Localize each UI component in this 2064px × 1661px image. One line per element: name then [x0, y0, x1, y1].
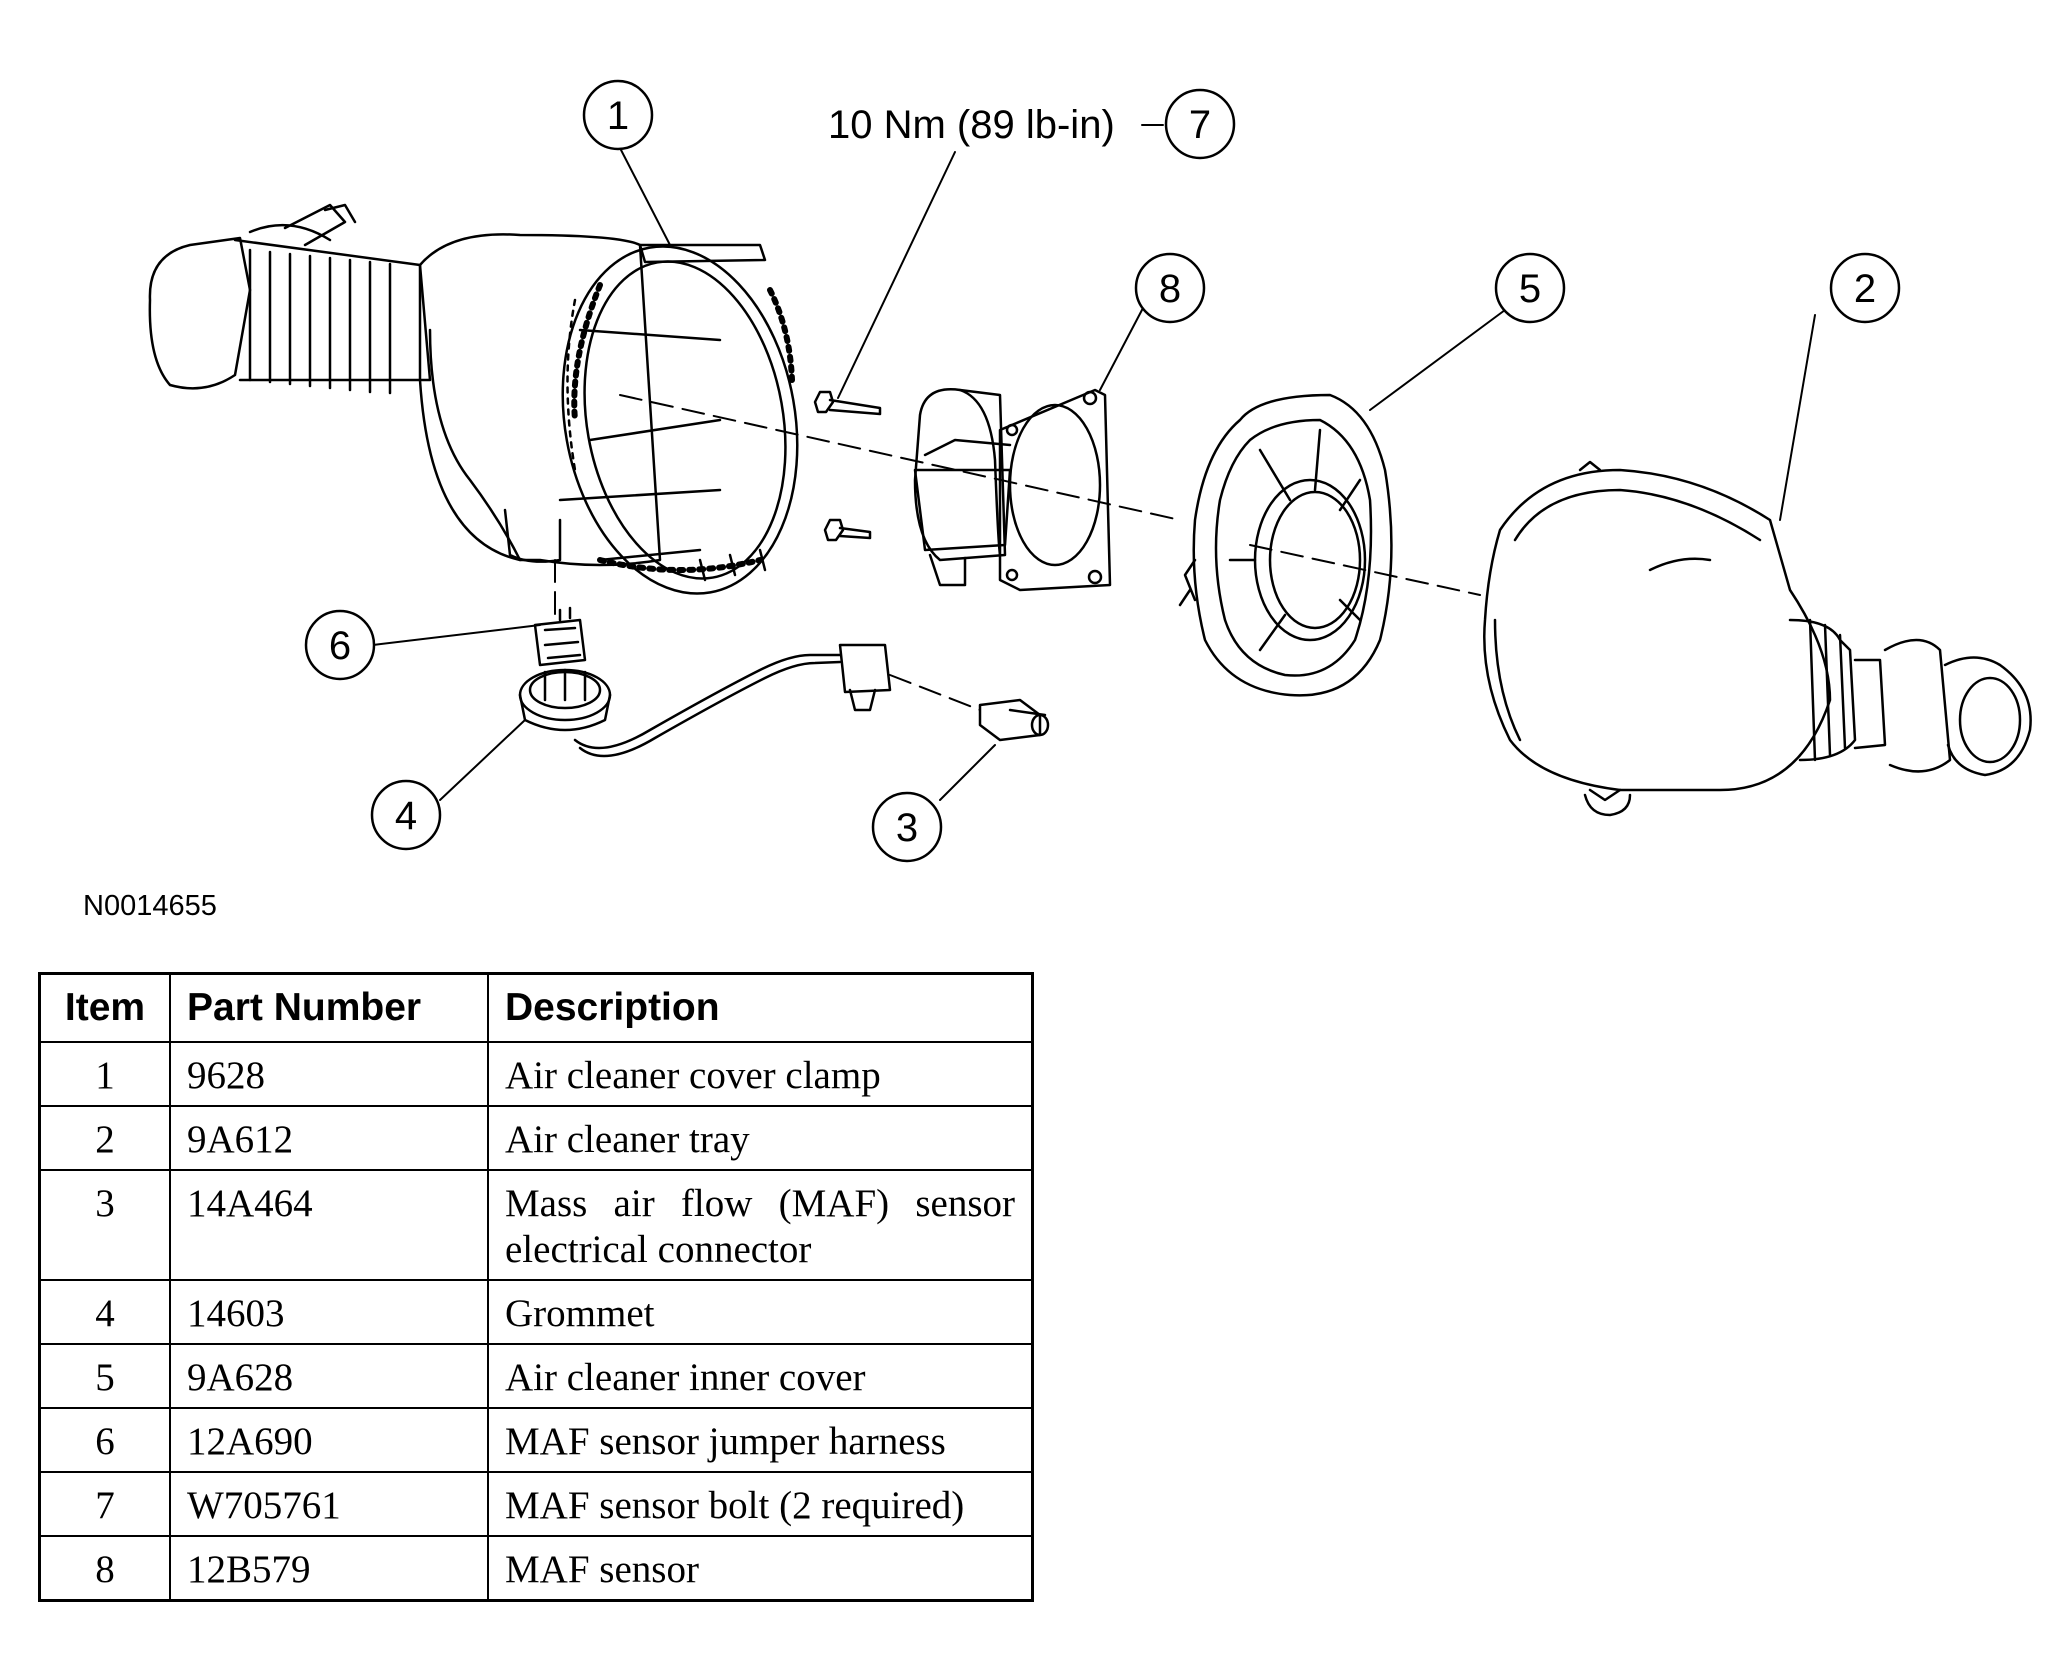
callout-number-3: 3: [896, 806, 918, 850]
maf-electrical-connector: [978, 698, 1050, 742]
air-cleaner-inner-cover: [1178, 393, 1393, 697]
cell-description: Air cleaner cover clamp: [487, 1041, 1034, 1107]
cell-item: 5: [38, 1343, 171, 1409]
parts-table: Item Part Number Description 1 9628 Air …: [38, 972, 1034, 1602]
callout-circle-7: [1164, 88, 1236, 160]
maf-sensor: [913, 388, 1112, 592]
callout-number-8: 8: [1159, 267, 1181, 311]
figure-id: N0014655: [83, 890, 217, 922]
cell-description: Air cleaner inner cover: [487, 1343, 1034, 1409]
header-item: Item: [38, 972, 171, 1043]
cell-part-number: 12A690: [169, 1407, 489, 1473]
cell-item: 4: [38, 1279, 171, 1345]
header-part-number: Part Number: [169, 972, 489, 1043]
leader-lines: [372, 124, 1816, 801]
callout-circle-1: [582, 79, 654, 151]
grommet: [518, 668, 612, 732]
table-row: 4 14603 Grommet: [38, 1279, 1034, 1345]
table-row: 1 9628 Air cleaner cover clamp: [38, 1041, 1034, 1107]
table-row: 6 12A690 MAF sensor jumper harness: [38, 1407, 1034, 1473]
table-row: 5 9A628 Air cleaner inner cover: [38, 1343, 1034, 1409]
maf-sensor-bolts: [813, 390, 882, 542]
callout-number-5: 5: [1519, 267, 1541, 311]
cell-item: 3: [38, 1169, 171, 1281]
cell-part-number: 14603: [169, 1279, 489, 1345]
cell-description: MAF sensor: [487, 1535, 1034, 1602]
torque-label: 10 Nm (89 lb-in): [828, 103, 1115, 147]
cell-part-number: 12B579: [169, 1535, 489, 1602]
cell-item: 7: [38, 1471, 171, 1537]
callout-number-1: 1: [607, 94, 629, 138]
callout-circle-5: [1494, 252, 1566, 324]
cell-part-number: 9A628: [169, 1343, 489, 1409]
cell-part-number: W705761: [169, 1471, 489, 1537]
cell-description-text: Mass air flow (MAF) sensor electrical co…: [505, 1182, 1015, 1271]
callout-circle-8: [1134, 252, 1206, 324]
cell-item: 2: [38, 1105, 171, 1171]
table-row: 3 14A464 Mass air flow (MAF) sensor elec…: [38, 1169, 1034, 1281]
cell-description: Air cleaner tray: [487, 1105, 1034, 1171]
table-row: 8 12B579 MAF sensor: [38, 1535, 1034, 1602]
table-row: 2 9A612 Air cleaner tray: [38, 1105, 1034, 1171]
callout-circles: [304, 79, 1901, 863]
cell-description: MAF sensor bolt (2 required): [487, 1471, 1034, 1537]
exploded-parts-diagram: 1 2 3 4 5 6 7 8 10 Nm (89 lb-in): [148, 79, 2032, 863]
cell-part-number: 9628: [169, 1041, 489, 1107]
callout-number-2: 2: [1854, 267, 1876, 311]
header-description: Description: [487, 972, 1034, 1043]
table-header-row: Item Part Number Description: [38, 972, 1034, 1043]
cell-item: 6: [38, 1407, 171, 1473]
air-cleaner-outlet-tube: [148, 203, 799, 595]
callout-number-4: 4: [395, 794, 417, 838]
air-cleaner-tray: [1483, 460, 2032, 817]
table-row: 7 W705761 MAF sensor bolt (2 required): [38, 1471, 1034, 1537]
callout-circle-6: [304, 609, 376, 681]
cell-part-number: 9A612: [169, 1105, 489, 1171]
cell-description: Grommet: [487, 1279, 1034, 1345]
cell-item: 1: [38, 1041, 171, 1107]
callout-circle-2: [1829, 252, 1901, 324]
cell-description: Mass air flow (MAF) sensor electrical co…: [487, 1169, 1034, 1281]
alignment-lines: [554, 394, 1481, 711]
cell-part-number: 14A464: [169, 1169, 489, 1281]
callout-circle-4: [370, 779, 442, 851]
callout-circle-3: [871, 791, 943, 863]
cell-item: 8: [38, 1535, 171, 1602]
callout-number-7: 7: [1189, 103, 1211, 147]
cell-description: MAF sensor jumper harness: [487, 1407, 1034, 1473]
maf-sensor-jumper-harness: [533, 606, 892, 758]
callout-number-6: 6: [329, 624, 351, 668]
